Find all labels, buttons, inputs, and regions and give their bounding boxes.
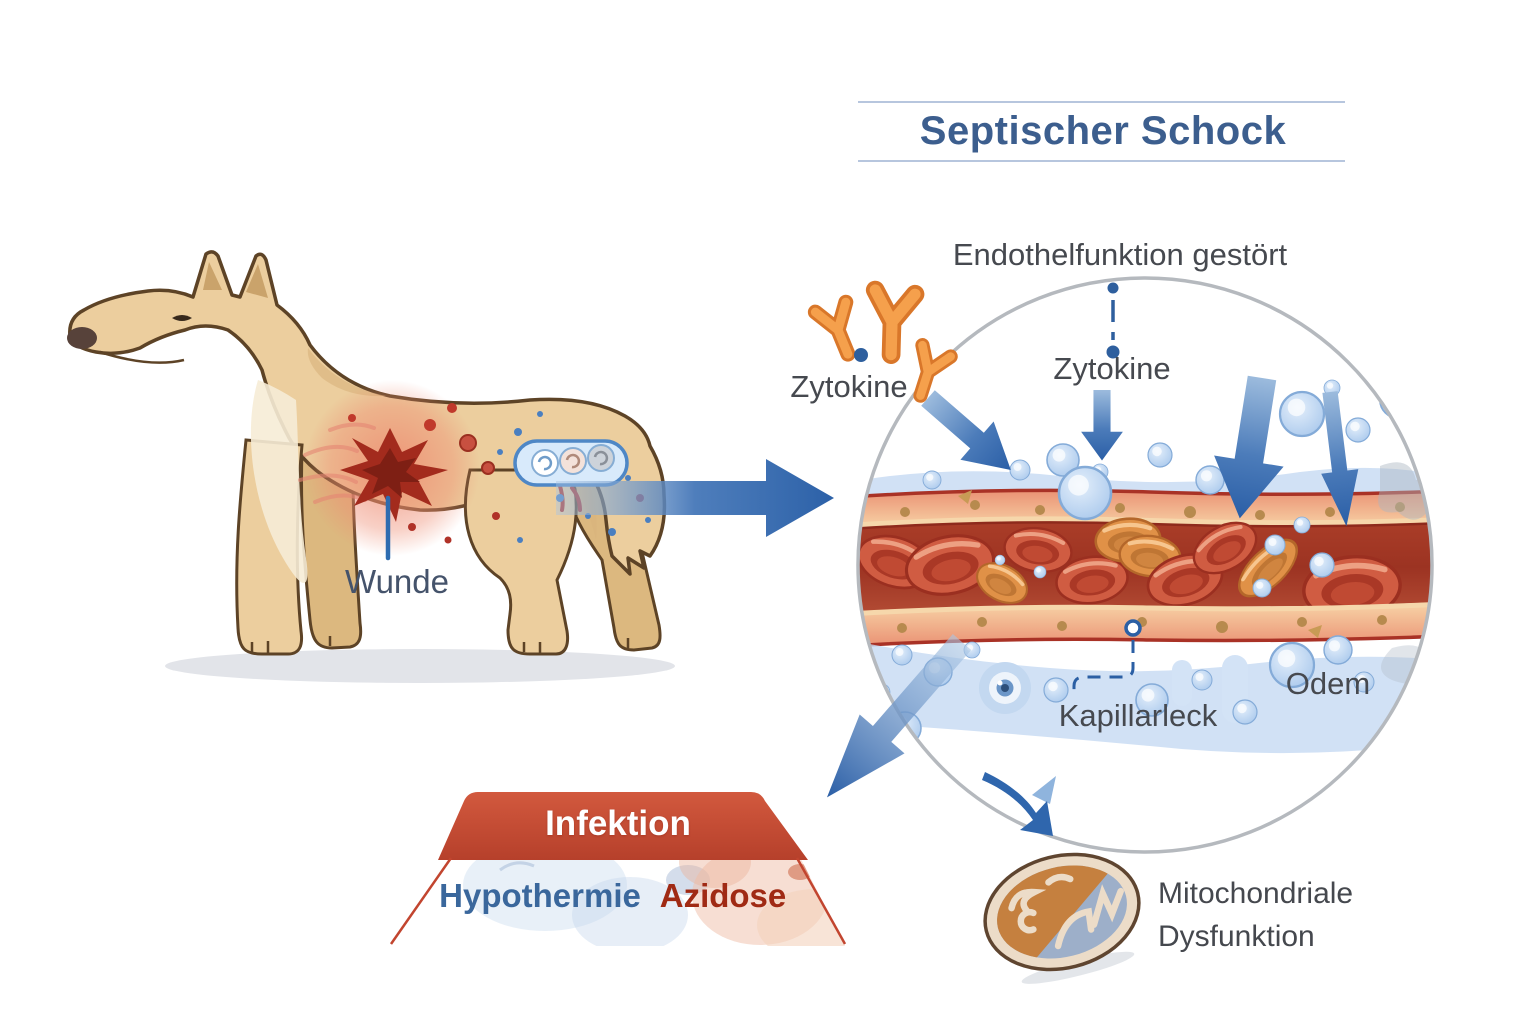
mitochondrial-label-line2: Dysfunktion	[1158, 920, 1315, 953]
hypothermia-label: Hypothermie	[439, 877, 641, 914]
wall-particles	[897, 490, 1405, 638]
edema-drip	[1172, 660, 1192, 706]
capillary-leak-leader	[1072, 619, 1142, 692]
mitochondria-icon	[983, 852, 1141, 984]
mitochondrial-dysfunction-label: Mitochondriale Dysfunktion	[1158, 872, 1353, 958]
dog-shadow	[165, 649, 675, 683]
bacteria-capsule-icon	[513, 439, 629, 487]
infection-label: Infektion	[545, 804, 691, 843]
white-cell-icon	[979, 662, 1031, 714]
infection-band	[438, 792, 808, 860]
dog-illustration	[67, 250, 675, 683]
wound-label: Wunde	[345, 563, 449, 600]
page-title: Septischer Schock	[919, 109, 1287, 153]
cytokine-left-label: Zytokine	[790, 369, 908, 404]
acidosis-label: Azidose	[659, 877, 787, 914]
endothel-leader	[1106, 282, 1120, 359]
mitochondrial-label-line1: Mitochondriale	[1158, 877, 1354, 910]
inset-circle-rim	[856, 276, 1434, 854]
edema-label: Odem	[1285, 666, 1371, 701]
arrow-right-icon	[556, 459, 834, 537]
dog-nose	[67, 327, 97, 349]
dog-eye	[172, 315, 192, 321]
vessel-inset	[856, 276, 1434, 854]
wound-icon	[298, 380, 644, 556]
endothel-dysfunction-label: Endothelfunktion gestört	[952, 237, 1288, 272]
cytokine-dot	[854, 348, 868, 362]
arrow-to-mitochondria-icon	[982, 772, 1056, 836]
capillary-leak-label: Kapillarleck	[1058, 698, 1218, 733]
cytokine-top-label: Zytokine	[1053, 351, 1171, 386]
